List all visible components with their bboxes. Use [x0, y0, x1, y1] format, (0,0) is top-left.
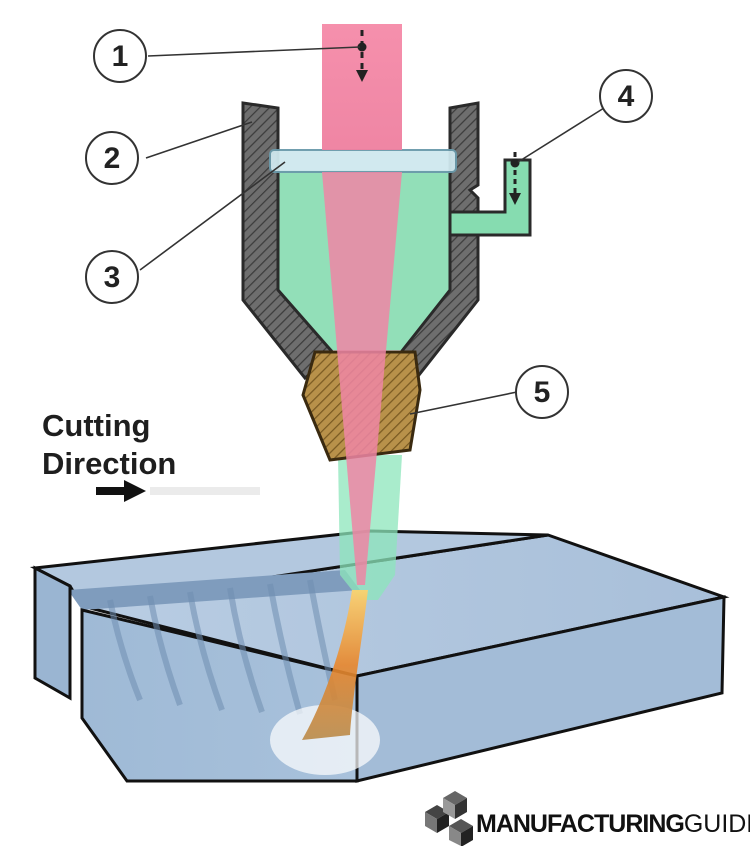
- callout-leaders: [139, 46, 605, 415]
- motion-trail: [150, 487, 260, 495]
- melt-trail: [302, 590, 368, 740]
- callout-4: 4: [599, 69, 653, 123]
- direction-line2: Direction: [42, 446, 176, 481]
- beam-upper: [322, 24, 402, 150]
- callout-2: 2: [85, 131, 139, 185]
- callout-1-label: 1: [112, 40, 129, 73]
- logo-light-text: GUIDE: [684, 810, 750, 838]
- logo-text: MANUFACTURINGGUIDE: [476, 810, 750, 838]
- callout-3-label: 3: [104, 261, 121, 294]
- workpiece-left-front: [33, 565, 72, 701]
- laser-beam: [322, 24, 402, 585]
- gas-inlet-pipe: [448, 158, 532, 237]
- callout-4-label: 4: [618, 80, 635, 113]
- housing-right-wall: [396, 101, 480, 383]
- glow: [270, 705, 380, 775]
- direction-line1: Cutting: [42, 408, 150, 443]
- workpiece: [29, 529, 730, 783]
- callout-3: 3: [85, 250, 139, 304]
- kerf-slot: [68, 570, 360, 610]
- logo-bold-text: MANUFACTURING: [476, 810, 684, 838]
- callout-5: 5: [515, 365, 569, 419]
- direction-arrow-icon: [96, 480, 146, 502]
- callout-2-label: 2: [104, 142, 121, 175]
- manufacturing-guide-logo: MANUFACTURINGGUIDE: [425, 791, 750, 846]
- cutting-direction: Cutting Direction: [42, 408, 260, 502]
- focusing-lens: [269, 149, 457, 173]
- logo-cubes-icon: [425, 791, 473, 846]
- beam-flow-arrow: [356, 30, 368, 82]
- gas-flow-arrow: [509, 152, 521, 205]
- beam-focused: [322, 172, 402, 585]
- callout-5-label: 5: [534, 376, 551, 409]
- callout-1: 1: [93, 29, 147, 83]
- cut-striations: [107, 579, 338, 715]
